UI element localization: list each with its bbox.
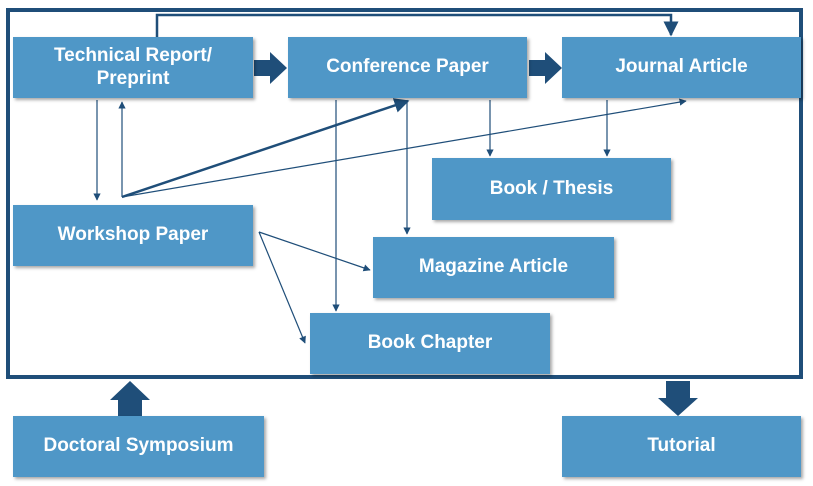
node-technical-report: Technical Report/ Preprint: [13, 37, 253, 98]
node-doctoral-symposium: Doctoral Symposium: [13, 416, 264, 477]
arrow-workshop-to-bookchapter: [258, 231, 306, 344]
node-book-thesis: Book / Thesis: [432, 158, 671, 220]
node-workshop-paper: Workshop Paper: [13, 205, 253, 266]
arrow-workshop-to-journal: [121, 98, 687, 198]
node-magazine-article: Magazine Article: [373, 237, 614, 298]
arrow-workshop-to-magazine: [258, 231, 371, 272]
block-arrow-techreport-to-conference: [254, 52, 287, 84]
arrow-techreport-to-journal-top: [155, 13, 679, 37]
publication-pathway-frame: [6, 8, 803, 379]
node-journal-article: Journal Article: [562, 37, 801, 98]
block-arrow-tutorial-down: [658, 381, 698, 416]
node-conference-paper: Conference Paper: [288, 37, 527, 98]
node-book-chapter: Book Chapter: [310, 313, 550, 374]
block-arrow-symposium-up: [110, 381, 150, 416]
block-arrow-conference-to-journal: [529, 52, 562, 84]
node-tutorial: Tutorial: [562, 416, 801, 477]
arrow-workshop-to-conference: [121, 98, 410, 199]
